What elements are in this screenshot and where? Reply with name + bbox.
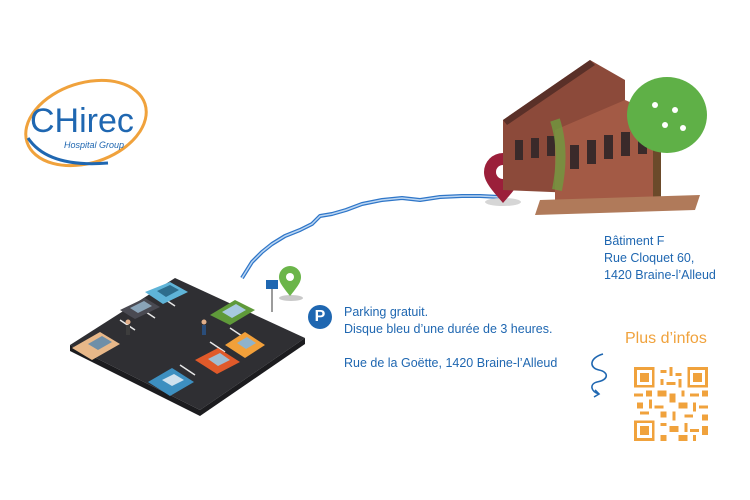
person-figure (201, 319, 207, 335)
car (225, 332, 265, 358)
building-name: Bâtiment F (604, 234, 665, 248)
qr-code-icon[interactable] (634, 367, 708, 441)
parking-address: Rue de la Goëtte, 1420 Braine-l’Alleud (344, 356, 558, 370)
more-info-label: Plus d’infos (625, 330, 707, 347)
parking-info: Parking gratuit. Disque bleu d’une durée… (344, 304, 557, 372)
hospital-building-illustration (503, 60, 707, 215)
car (120, 298, 160, 319)
parking-sign-icon (266, 280, 278, 312)
location-pin-icon (279, 266, 303, 301)
route-line (240, 194, 501, 280)
parking-disc-text: Disque bleu d’une durée de 3 heures. (344, 322, 553, 336)
chirec-logo: CHirec Hospital Group (24, 78, 148, 168)
parking-lot-illustration (70, 278, 305, 416)
building-address: Bâtiment F Rue Cloquet 60, 1420 Braine-l… (604, 233, 716, 284)
car (210, 300, 255, 325)
tree-icon (627, 77, 707, 205)
building-city: 1420 Braine-l’Alleud (604, 268, 716, 282)
car (145, 282, 188, 304)
logo-subtitle-text: Hospital Group (64, 140, 124, 150)
parking-icon: P (308, 305, 332, 329)
building-street: Rue Cloquet 60, (604, 251, 695, 265)
car (195, 348, 240, 374)
car (148, 368, 194, 396)
person-figure (125, 319, 131, 335)
logo-brand-text: CHirec (30, 102, 134, 140)
curly-arrow-icon (591, 353, 608, 398)
car (72, 332, 120, 360)
parking-free-text: Parking gratuit. (344, 305, 429, 319)
